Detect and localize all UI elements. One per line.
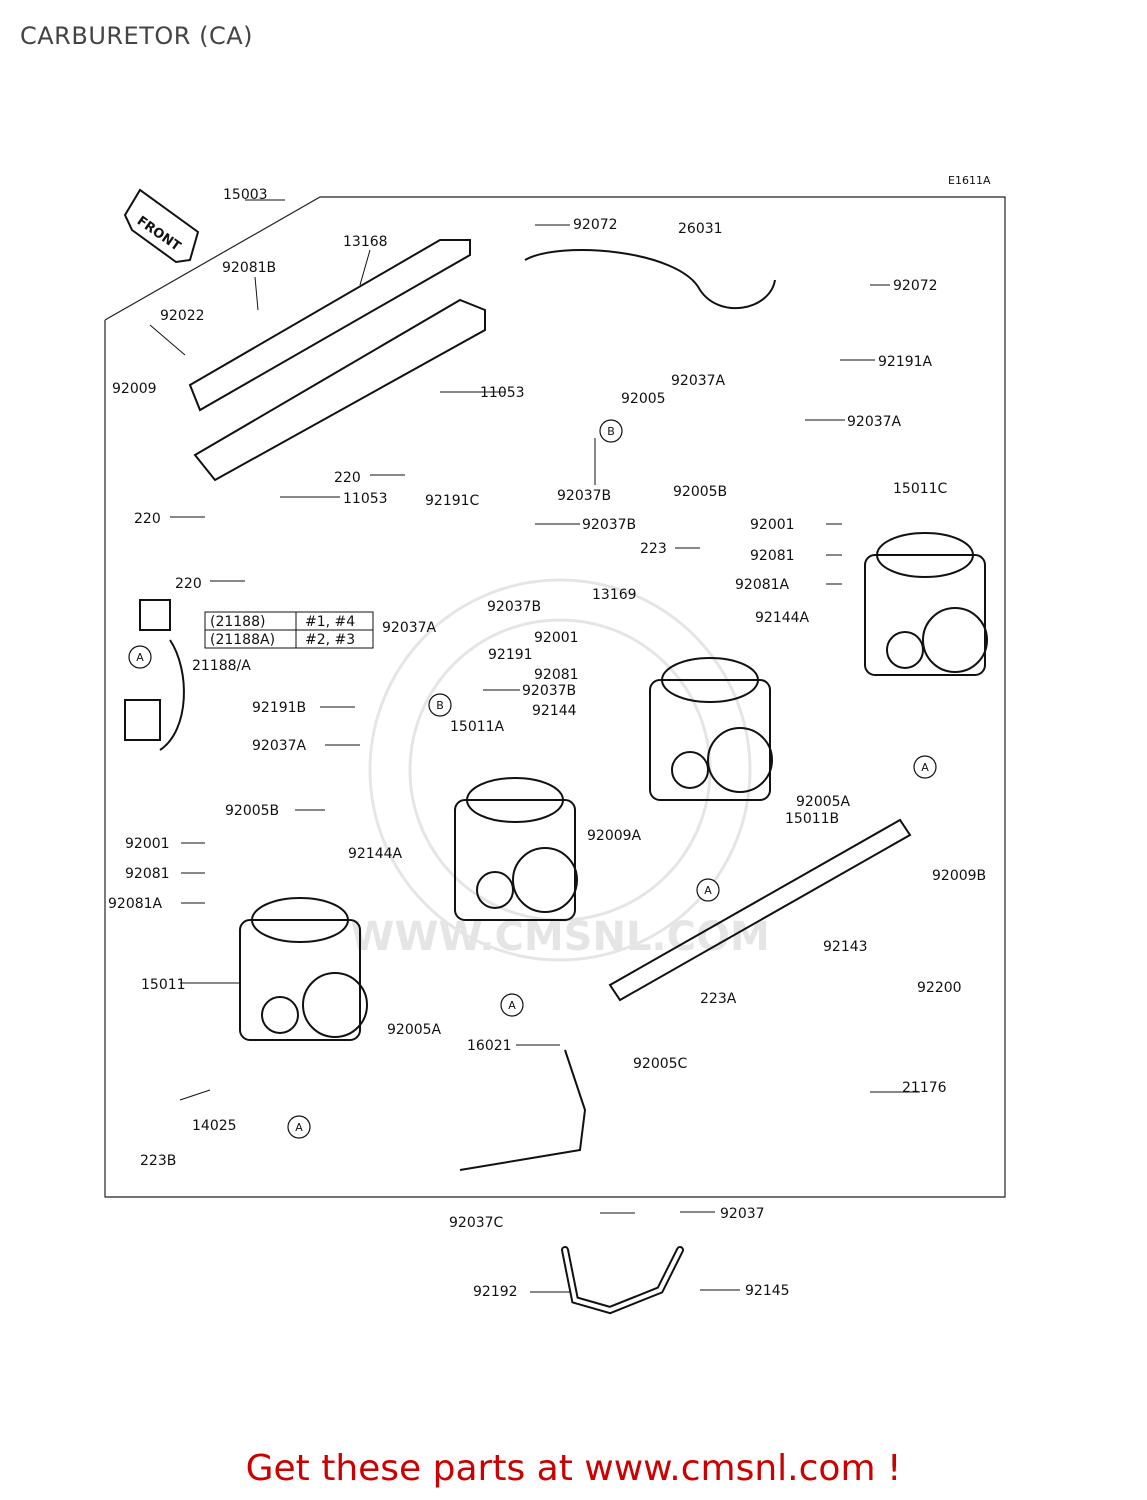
part-label: 92143 [823,939,868,955]
part-label: 92005B [225,803,279,819]
part-label: 92037A [252,738,307,754]
svg-text:A: A [295,1121,303,1134]
part-label: 15011C [893,481,948,497]
table-cyl-2: #2, #3 [305,632,355,648]
part-label: 15003 [223,187,268,203]
part-label: 92009B [932,868,986,884]
part-label: 92144A [348,846,403,862]
carburetor-15011B [649,657,773,801]
part-label: 92005A [387,1022,442,1038]
part-label: 92037B [582,517,636,533]
part-label: 26031 [678,221,723,237]
part-label: 92037B [522,683,576,699]
part-label: 223B [140,1153,176,1169]
svg-text:A: A [508,999,516,1012]
part-label: 92081B [222,260,276,276]
part-label: 21188/A [192,658,251,674]
part-label: 92191A [878,354,933,370]
part-label: 92037B [557,488,611,504]
watermark-text: WWW.CMSNL.COM [350,914,770,960]
front-arrow: FRONT [123,188,200,264]
part-label: 11053 [343,491,388,507]
part-label: 92072 [573,217,618,233]
part-label: 92081A [108,896,163,912]
table-part-1: (21188) [210,614,265,630]
svg-text:B: B [607,425,615,438]
part-label: 92005 [621,391,666,407]
part-label: 220 [334,470,361,486]
page-title: CARBURETOR (CA) [20,22,253,50]
assembly-frame [104,196,1006,1198]
part-labels: 15003 13168 92081B 92022 92009 11053 220… [108,187,986,1300]
part-label: 15011 [141,977,186,993]
part-label: 92001 [125,836,170,852]
carburetor-15011A [454,777,578,921]
part-label: 92081 [750,548,795,564]
part-label: 92001 [750,517,795,533]
part-label: 92200 [917,980,962,996]
part-label: 92037A [671,373,726,389]
part-label: 220 [134,511,161,527]
part-label: 92081 [534,667,579,683]
part-label: 92037A [382,620,437,636]
part-label: 92081 [125,866,170,882]
sensor-21188 [124,599,185,751]
svg-text:A: A [704,884,712,897]
part-label: 223A [700,991,737,1007]
svg-text:A: A [136,651,144,664]
part-label: 11053 [480,385,525,401]
part-label: 92005A [796,794,851,810]
fuel-rail [188,239,912,1002]
promo-link-text[interactable]: Get these parts at www.cmsnl.com ! [245,1448,902,1489]
part-label: 92072 [893,278,938,294]
part-label: 92009A [587,828,642,844]
part-label: 92022 [160,308,205,324]
part-label: 14025 [192,1118,237,1134]
part-label: 223 [640,541,667,557]
hose-92192-inner [563,1248,682,1313]
reference-markers: A B B A A A A [128,419,937,1139]
part-label: 92191C [425,493,480,509]
part-label: 92191 [488,647,533,663]
part-label: 92191B [252,700,306,716]
wire-harness [524,249,776,309]
part-label: 92192 [473,1284,518,1300]
table-part-2: (21188A) [210,632,275,648]
carburetor-15011C [864,532,988,676]
part-label: 13168 [343,234,388,250]
part-label: 92144 [532,703,577,719]
carburetor-15011 [239,897,368,1041]
part-label: 92005B [673,484,727,500]
part-label: 92081A [735,577,790,593]
svg-text:A: A [921,761,929,774]
part-label: 92037 [720,1206,765,1222]
part-label: 92144A [755,610,810,626]
part-label: 21176 [902,1080,947,1096]
sensor-table: (21188) #1, #4 (21188A) #2, #3 [204,611,374,649]
leader-lines [149,199,920,1293]
part-label: 92145 [745,1283,790,1299]
table-cyl-1: #1, #4 [305,614,355,630]
part-label: 15011A [450,719,505,735]
part-label: 220 [175,576,202,592]
part-label: 16021 [467,1038,512,1054]
part-label: 15011B [785,811,839,827]
part-label: 92009 [112,381,157,397]
svg-text:B: B [436,699,444,712]
part-label: 92005C [633,1056,688,1072]
part-label: 92037B [487,599,541,615]
part-label: 92001 [534,630,579,646]
part-label: 13169 [592,587,637,603]
cable-16021 [459,1049,587,1171]
part-label: 92037C [449,1215,504,1231]
diagram-code: E1611A [948,174,991,187]
part-label: 92037A [847,414,902,430]
